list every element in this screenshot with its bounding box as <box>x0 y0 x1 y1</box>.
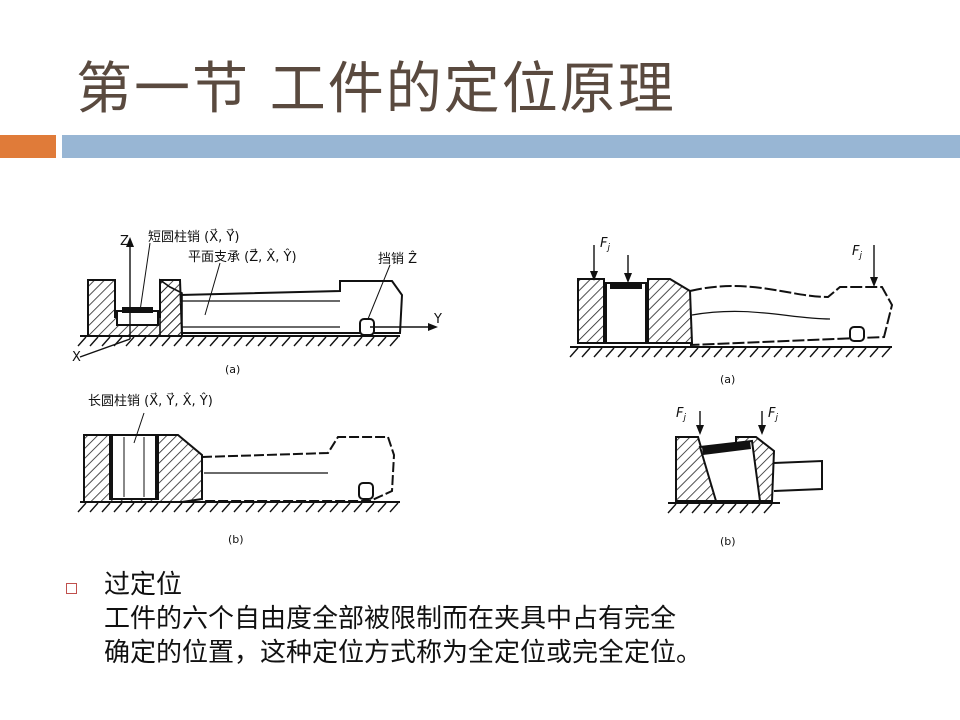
diagram-right-a: Fj Fj (a) <box>569 236 894 386</box>
label-long-pin: 长圆柱销 (X⃗, Y⃗, X̂, Ŷ) <box>88 393 213 409</box>
caption-right-a: (a) <box>720 373 735 386</box>
caption-right-b: (b) <box>720 535 736 548</box>
force-label-right-a2: Fj <box>852 244 862 261</box>
label-short-pin: 短圆柱销 (X⃗, Y⃗) <box>148 229 239 245</box>
bullet-heading: 过定位 <box>104 570 183 600</box>
label-stop-pin: 挡销 Ẑ <box>378 251 417 267</box>
bullet-text: 过定位 工件的六个自由度全部被限制而在夹具中占有完全 确定的位置，这种定位方式称… <box>104 568 924 670</box>
force-label-right-a1: Fj <box>600 236 610 253</box>
locating-diagram: Z X Y 短圆柱销 (X⃗, Y⃗) 平面支承 (Z⃗, X̂, Ŷ) 挡销 … <box>72 229 894 548</box>
label-flat-support: 平面支承 (Z⃗, X̂, Ŷ) <box>188 249 297 265</box>
bullet-line-2: 确定的位置，这种定位方式称为全定位或完全定位。 <box>104 638 703 668</box>
title-accent-bar <box>0 135 56 158</box>
axis-y-label: Y <box>433 312 442 327</box>
slide-title: 第一节 工件的定位原理 <box>76 57 676 122</box>
title-divider-bar <box>62 135 960 158</box>
diagram-left-a: Z X Y 短圆柱销 (X⃗, Y⃗) 平面支承 (Z⃗, X̂, Ŷ) 挡销 … <box>72 229 442 376</box>
caption-left-b: (b) <box>228 533 244 546</box>
bullet-line-1: 工件的六个自由度全部被限制而在夹具中占有完全 <box>104 604 677 634</box>
force-label-right-b2: Fj <box>768 406 778 423</box>
force-label-right-b1: Fj <box>676 406 686 423</box>
diagram-right-b: Fj Fj (b) <box>667 406 823 548</box>
axis-x-label: X <box>72 350 81 365</box>
caption-left-a: (a) <box>225 363 240 376</box>
diagram-left-b: 长圆柱销 (X⃗, Y⃗, X̂, Ŷ) (b) <box>77 393 400 546</box>
axis-z-label: Z <box>120 234 129 249</box>
bullet-marker <box>66 583 77 594</box>
